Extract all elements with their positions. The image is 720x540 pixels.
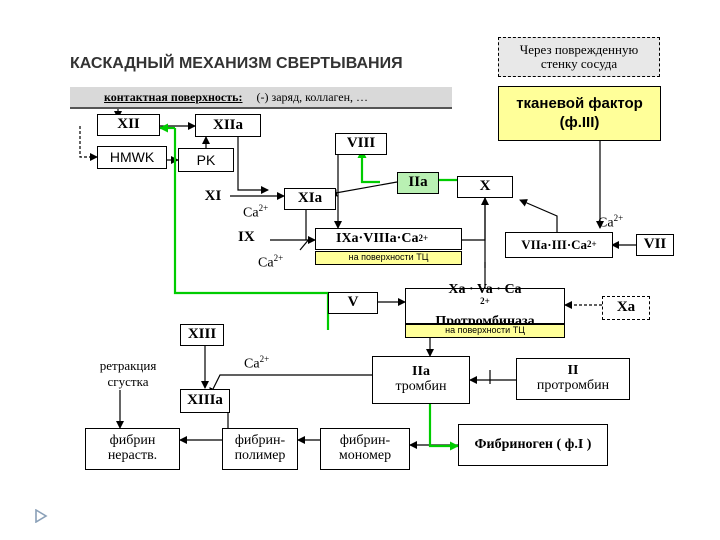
fibrin-polymer-box: фибрин- полимер: [222, 428, 298, 470]
ca-label-viia: Ca2+: [598, 214, 623, 231]
prothrombin-code: II: [567, 363, 579, 379]
fibrin-monomer-box: фибрин- мономер: [320, 428, 410, 470]
factor-ix-label: IX: [238, 229, 255, 245]
breach-line2: стенку сосуда: [540, 56, 618, 71]
clot-retraction-label: ретракция сгустка: [99, 358, 157, 389]
fibrinogen-label: Фибриноген ( ф.I ): [474, 436, 592, 452]
factor-xiii-label: XIII: [187, 326, 217, 343]
tissue-factor-line1: тканевой фактор: [516, 94, 643, 112]
pk-label: PK: [196, 151, 216, 168]
prothrombin-box: II протромбин: [516, 358, 630, 400]
ca-charge: 2+: [273, 253, 284, 263]
factor-iia-label: IIa: [408, 174, 428, 191]
contact-surface-bar: контактная поверхность: (-) заряд, колла…: [70, 87, 452, 109]
factor-x-label: X: [479, 178, 491, 195]
vessel-wall-breach: Через поврежденную стенку сосуда: [498, 37, 660, 77]
factor-xia-box: XIa: [284, 188, 336, 210]
factor-viii-label: VIII: [346, 135, 376, 152]
ca-label-ix: Ca2+: [258, 254, 283, 271]
thrombin-label: тромбин: [395, 379, 447, 394]
factor-xii-box: XII: [97, 114, 160, 136]
factor-v-box: V: [328, 292, 378, 314]
thrombin-code: IIa: [412, 364, 430, 380]
prothrombinase-surface-box: на поверхности ТЦ: [405, 324, 565, 338]
tenase-label: IXa·VIIIa·Ca: [336, 230, 419, 246]
factor-xiia-label: XIIa: [212, 116, 243, 133]
ca-text: Ca: [258, 255, 274, 271]
prothrombinase-formula-text: Xa · Va · Ca: [448, 281, 522, 297]
slide-bullet-icon: [35, 509, 48, 523]
hmwk-label: HMWK: [109, 149, 155, 166]
contact-label: контактная поверхность:: [104, 89, 243, 104]
factor-xa-box: Xa: [602, 296, 650, 320]
factor-xii-label: XII: [117, 116, 140, 133]
factor-xiia-box: XIIa: [195, 114, 261, 137]
ca-text: Ca: [244, 356, 260, 372]
fibrin-insoluble-line1: фибрин: [109, 433, 156, 449]
tissue-factor-box: тканевой фактор (ф.III): [498, 86, 661, 141]
factor-xia-label: XIa: [297, 190, 323, 207]
viia-complex-label: VIIa·III·Ca: [521, 237, 588, 253]
tenase-charge: 2+: [418, 233, 429, 244]
factor-xiiia-box: XIIIa: [180, 389, 230, 413]
page-title: КАСКАДНЫЙ МЕХАНИЗМ СВЕРТЫВАНИЯ: [70, 55, 403, 72]
ca-charge: 2+: [259, 354, 270, 364]
fibrin-polymer-line1: фибрин-: [234, 433, 286, 449]
breach-line1: Через поврежденную: [519, 41, 639, 57]
fibrin-polymer-line2: полимер: [234, 448, 286, 463]
factor-xiii-box: XIII: [180, 324, 224, 346]
fibrin-monomer-line1: фибрин-: [339, 433, 391, 449]
fibrin-monomer-line2: мономер: [338, 448, 392, 463]
fibrin-insoluble-box: фибрин нераств.: [85, 428, 180, 470]
ca-label-xiii: Ca2+: [244, 355, 269, 372]
tenase-surface-box: на поверхности ТЦ: [315, 251, 462, 265]
tissue-factor-line2: (ф.III): [559, 113, 600, 131]
ca-text: Ca: [598, 215, 614, 231]
factor-viii-box: VIII: [335, 133, 387, 155]
ca-charge: 2+: [258, 203, 269, 213]
tenase-surface-label: на поверхности ТЦ: [348, 252, 429, 263]
fibrinogen-box: Фибриноген ( ф.I ): [458, 424, 608, 466]
ca-text: Ca: [243, 205, 259, 221]
thrombin-box: IIa тромбин: [372, 356, 470, 404]
ca-charge: 2+: [613, 213, 624, 223]
prothrombinase-surface-label: на поверхности ТЦ: [445, 325, 525, 336]
viia-charge: 2+: [587, 239, 597, 250]
factor-xi-label: XI: [204, 188, 222, 205]
factor-xi-box: XI: [196, 186, 230, 208]
factor-v-label: V: [347, 294, 359, 311]
factor-iia-box: IIa: [397, 172, 439, 194]
factor-xiiia-label: XIIIa: [187, 392, 223, 409]
contact-detail: (-) заряд, коллаген, …: [256, 89, 369, 104]
ca-label-xi: Ca2+: [243, 204, 268, 221]
factor-x-box: X: [457, 176, 513, 198]
factor-xa-label: Xa: [616, 299, 636, 316]
fibrin-insoluble-line2: нераств.: [107, 448, 158, 463]
prothrombinase-charge: 2+: [480, 296, 490, 307]
pk-box: PK: [178, 148, 234, 172]
hmwk-box: HMWK: [97, 146, 167, 169]
factor-vii-label: VII: [643, 236, 667, 253]
factor-vii-box: VII: [636, 234, 674, 256]
prothrombin-label: протромбин: [536, 378, 610, 393]
